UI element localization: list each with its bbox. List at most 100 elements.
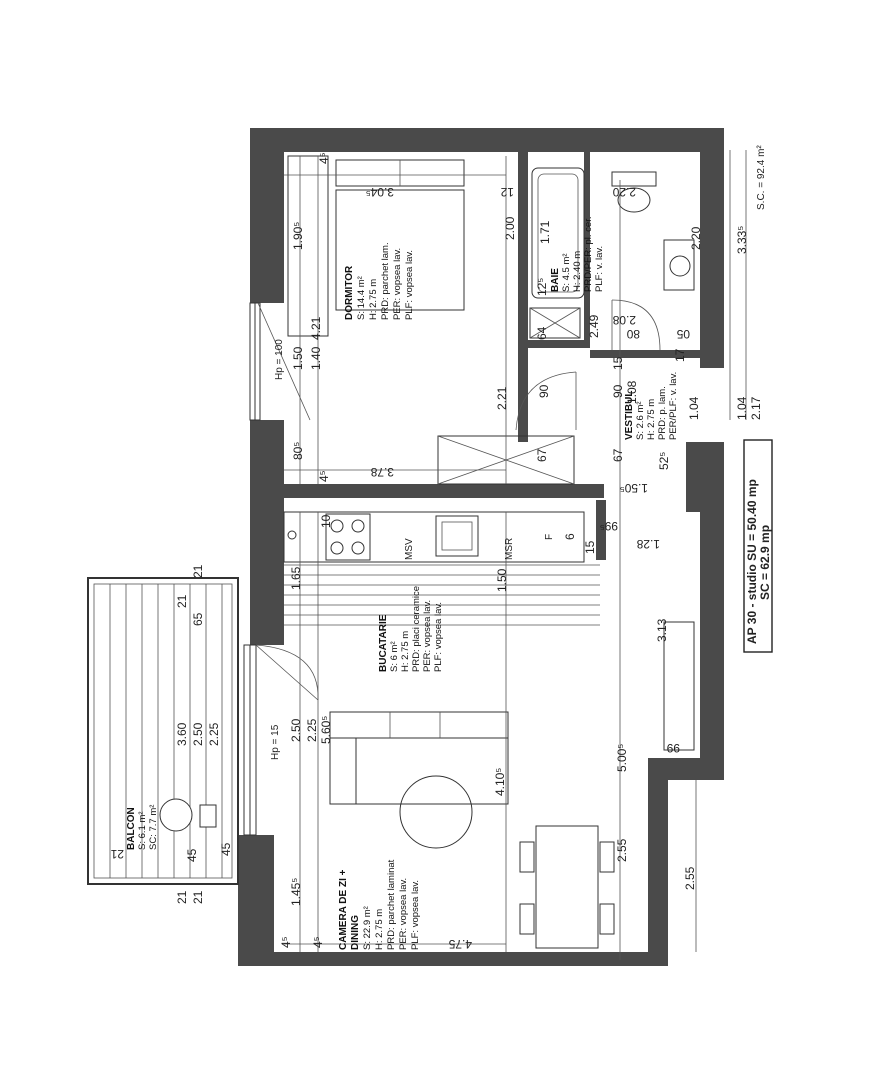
dim-1-04a: 1.04 — [687, 396, 701, 420]
sofa — [329, 711, 509, 805]
interior-walls — [284, 152, 700, 560]
camera-name2: DINING — [350, 915, 361, 950]
wall-vestibul-stub — [596, 500, 606, 560]
dim-21a: 21 — [191, 564, 205, 578]
label-hp100: Hp = 100 — [274, 339, 285, 380]
dim-3-33: 3.33⁵ — [735, 226, 749, 254]
baie-name: BAIE — [550, 268, 561, 292]
dim-2-08: 2.08 — [612, 313, 636, 327]
dim-90a: 90 — [537, 384, 551, 398]
dim-1-04b: 1.04 — [735, 396, 749, 420]
wall-top — [250, 128, 720, 152]
chair-2 — [519, 903, 535, 935]
living-furniture — [329, 621, 695, 949]
title-frame — [743, 439, 773, 653]
bed — [335, 189, 465, 311]
dining-table — [535, 825, 599, 949]
windows — [243, 302, 319, 836]
room-label-baie: BAIE S: 4.5 m² H: 2.40 m PRD/PER: pl. ce… — [550, 217, 605, 293]
dim-2-50: 2.50 — [289, 718, 303, 742]
room-label-bucatarie: BUCATARIE S: 6 m² H: 2.75 m PRD: placi c… — [378, 586, 444, 672]
dim-1-71: 1.71 — [538, 220, 552, 244]
dim-1-45: 1.45⁵ — [289, 878, 303, 906]
vestibul-floor: PRD: p. lam. — [657, 386, 668, 440]
dimension-texts: 1.90⁵ 1.50 1.40 4.21 80⁵ 4⁵ 4⁵ 2.00 2.21… — [110, 152, 763, 951]
wall-bath-inner — [584, 152, 590, 348]
bathtub — [531, 167, 585, 299]
wall-bath-bottom — [528, 340, 584, 348]
dim-80: 80⁵ — [291, 442, 305, 460]
dim-99b: 99 — [666, 741, 680, 755]
chair-3 — [599, 841, 615, 873]
dim-1-08: 1.08 — [625, 380, 639, 404]
dim-99: 99⁵ — [600, 519, 618, 533]
dim-21d: 21 — [175, 890, 189, 904]
bucatarie-floor: PRD: placi ceramice — [411, 586, 422, 672]
chair-4 — [599, 903, 615, 935]
dim-2-50b: 2.50 — [191, 722, 205, 746]
dim-15b: 15 — [583, 540, 597, 554]
dim-80b: 80 — [626, 327, 640, 341]
title-line2: SC = 62.9 mp — [758, 525, 772, 600]
dormitor-floor: PRD: parchet lam. — [380, 242, 391, 320]
wall-bedroom-bath — [518, 152, 528, 442]
dim-12a: 12 — [500, 185, 514, 199]
dim-2-17: 2.17 — [749, 396, 763, 420]
dim-4-75: 4.75 — [448, 937, 472, 951]
dim-17: 17 — [673, 348, 687, 362]
vestibul-walls: PER/PLF: v. lav. — [668, 372, 679, 440]
kitchen-furniture — [283, 511, 600, 626]
dim-21c: 21 — [110, 847, 124, 861]
sc-note: S.C. = 92.4 m² — [756, 145, 767, 210]
dim-45f: 45 — [219, 842, 233, 856]
dim-45e: 45 — [185, 848, 199, 862]
bucatarie-ceiling: PLF: vopsea lav. — [433, 602, 444, 672]
cooktop — [325, 513, 371, 561]
balcony — [87, 577, 239, 885]
dormitor-area: S: 14.4 m² — [356, 276, 367, 320]
dim-1-50c: 1.50 — [495, 568, 509, 592]
dim-65: 65 — [191, 612, 205, 626]
wall-bottom-right-post — [648, 758, 668, 966]
exterior-walls — [238, 128, 724, 966]
dim-15: 15 — [611, 356, 625, 370]
wall-bedroom-kitchen — [284, 484, 604, 498]
dim-3-78: 3.78 — [370, 465, 394, 479]
balcon-name: BALCON — [126, 807, 137, 850]
label-hp15: Hp = 15 — [270, 724, 281, 760]
bucatarie-area: S: 6 m² — [389, 641, 400, 672]
dormitor-name: DORMITOR — [344, 265, 355, 320]
dormitor-ceiling: PLF: vopsea lav. — [404, 250, 415, 320]
dim-4-21: 4.21 — [309, 316, 323, 340]
balcon-area: S: 6.1 m² — [137, 811, 148, 850]
title-box: AP 30 - studio SU = 50.40 mp SC = 62.9 m… — [743, 439, 773, 653]
camera-height: H: 2.75 m — [374, 909, 385, 950]
dim-4-10: 4.10⁵ — [493, 768, 507, 796]
dim-2-25b: 2.25 — [207, 722, 221, 746]
camera-walls: PER: vopsea lav. — [398, 878, 409, 950]
room-label-camera: CAMERA DE ZI + DINING S: 22.9 m² H: 2.75… — [338, 859, 421, 950]
balcon-sc: SC: 7.7 m² — [148, 805, 159, 850]
baie-floor: PRD/PER: pl. cer. — [583, 217, 594, 293]
dim-5-00: 5.00⁵ — [615, 744, 629, 772]
dim-6: 6 — [563, 533, 577, 540]
camera-floor: PRD: parchet laminat — [386, 859, 397, 950]
room-label-dormitor: DORMITOR S: 14.4 m² H: 2.75 m PRD: parch… — [344, 242, 415, 320]
bedroom-furniture — [287, 155, 577, 485]
wall-left-lower — [238, 835, 274, 965]
dim-1-40: 1.40 — [309, 346, 323, 370]
dim-1-65: 1.65 — [289, 566, 303, 590]
dim-2-25: 2.25 — [305, 718, 319, 742]
dim-67a: 67 — [535, 448, 549, 462]
dim-10: 10 — [319, 514, 333, 528]
dim-3-60: 3.60 — [175, 722, 189, 746]
dim-2-00: 2.00 — [503, 216, 517, 240]
dim-3-04: 3.04⁵ — [366, 185, 394, 199]
title-line1: AP 30 - studio SU = 50.40 mp — [745, 479, 759, 644]
room-label-balcon: BALCON S: 6.1 m² SC: 7.7 m² — [126, 805, 159, 850]
dim-2-55b: 2.55 — [683, 866, 697, 890]
bucatarie-walls: PER: vopsea lav. — [422, 600, 433, 672]
dim-2-20a: 2.20 — [612, 185, 636, 199]
wall-left-upper — [250, 128, 284, 303]
dim-45b: 4⁵ — [317, 470, 331, 482]
